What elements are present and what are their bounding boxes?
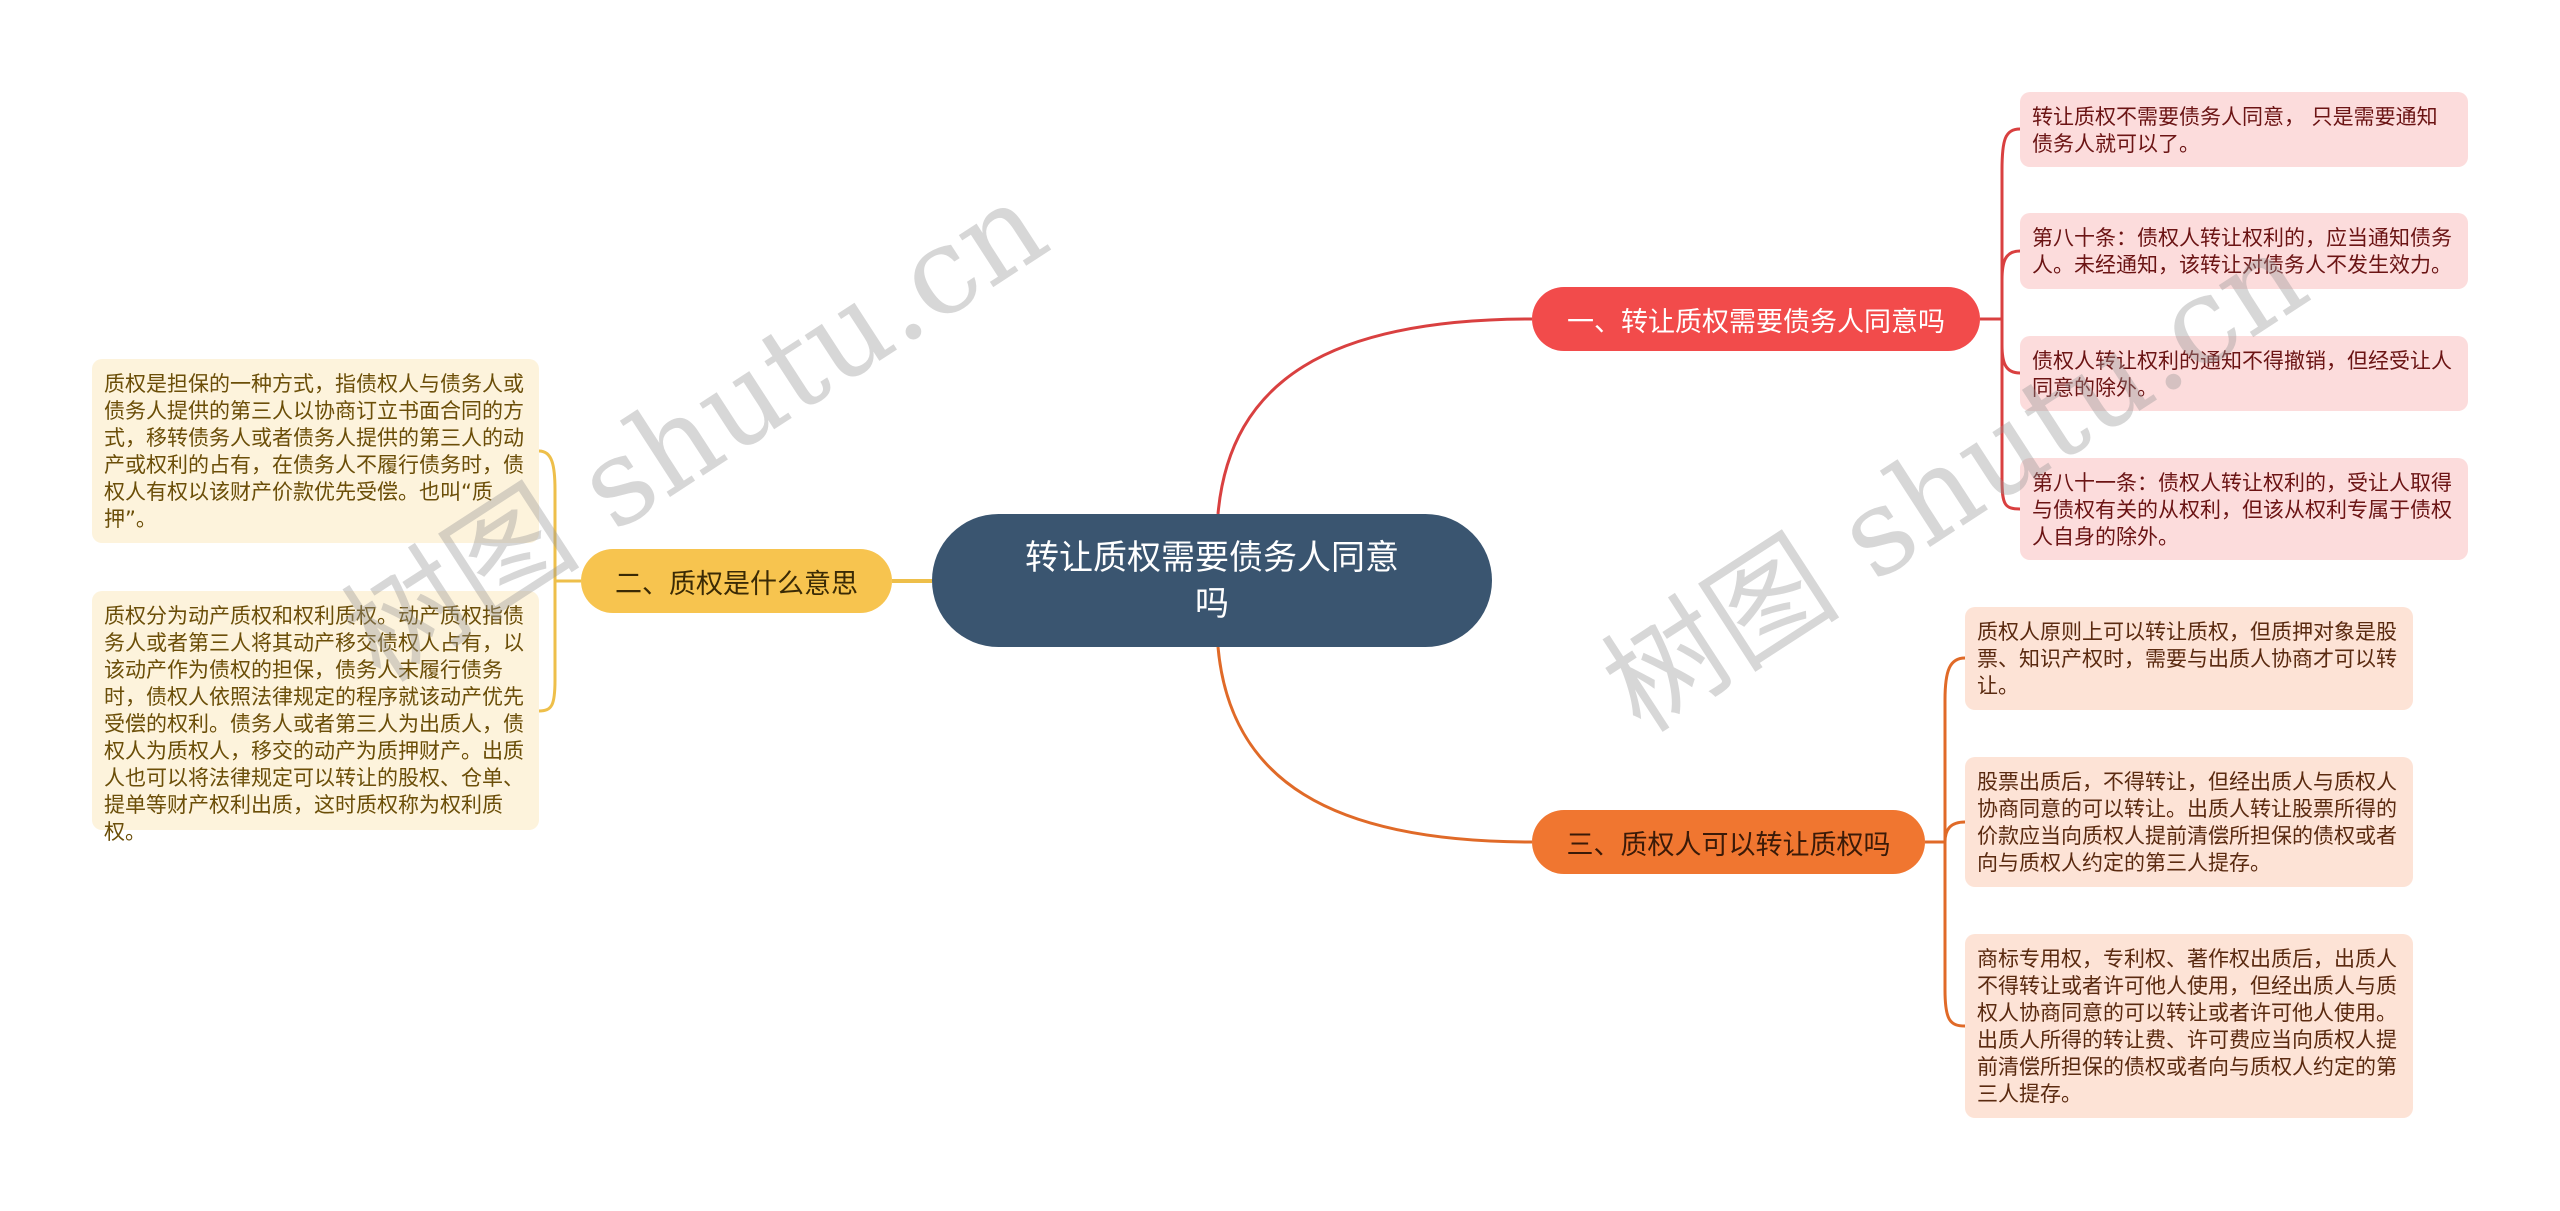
- leaf-text: 第八十条：债权人转让权利的，应当通知债务人。未经通知，该转让对债务人不发生效力。: [2032, 226, 2452, 277]
- leaf-topic-3-1[interactable]: 质权人原则上可以转让质权，但质押对象是股票、知识产权时，需要与出质人协商才可以转…: [1965, 607, 2413, 710]
- branch-topic-1[interactable]: 一、转让质权需要债务人同意吗: [1532, 287, 1980, 351]
- leaf-text: 质权分为动产质权和权利质权。动产质权指债务人或者第三人将其动产移交债权人占有，以…: [104, 604, 524, 844]
- branch-topic-1-label: 一、转让质权需要债务人同意吗: [1567, 306, 1945, 338]
- leaf-text: 转让质权不需要债务人同意， 只是需要通知债务人就可以了。: [2032, 105, 2438, 156]
- leaf-text: 质权人原则上可以转让质权，但质押对象是股票、知识产权时，需要与出质人协商才可以转…: [1977, 620, 2397, 698]
- leaf-text: 商标专用权，专利权、著作权出质后，出质人不得转让或者许可他人使用，但经出质人与质…: [1977, 947, 2397, 1106]
- leaf-text: 质权是担保的一种方式，指债权人与债务人或债务人提供的第三人以协商订立书面合同的方…: [104, 372, 524, 531]
- root-topic-label: 转让质权需要债务人同意吗: [1025, 537, 1399, 624]
- leaf-topic-1-4[interactable]: 第八十一条：债权人转让权利的，受让人取得与债权有关的从权利，但该从权利专属于债权…: [2020, 458, 2468, 560]
- leaf-text: 第八十一条：债权人转让权利的，受让人取得与债权有关的从权利，但该从权利专属于债权…: [2032, 471, 2452, 549]
- leaf-topic-2-2[interactable]: 质权分为动产质权和权利质权。动产质权指债务人或者第三人将其动产移交债权人占有，以…: [92, 591, 539, 844]
- leaf-topic-3-2[interactable]: 股票出质后，不得转让，但经出质人与质权人协商同意的可以转让。出质人转让股票所得的…: [1965, 757, 2413, 887]
- leaf-topic-1-3[interactable]: 债权人转让权利的通知不得撤销，但经受让人同意的除外。: [2020, 336, 2468, 411]
- leaf-text: 股票出质后，不得转让，但经出质人与质权人协商同意的可以转让。出质人转让股票所得的…: [1977, 770, 2397, 875]
- leaf-text: 债权人转让权利的通知不得撤销，但经受让人同意的除外。: [2032, 349, 2452, 400]
- branch-topic-2-label: 二、质权是什么意思: [615, 568, 858, 600]
- leaf-topic-3-3[interactable]: 商标专用权，专利权、著作权出质后，出质人不得转让或者许可他人使用，但经出质人与质…: [1965, 934, 2413, 1118]
- root-topic[interactable]: 转让质权需要债务人同意吗: [932, 514, 1492, 647]
- leaf-topic-1-1[interactable]: 转让质权不需要债务人同意， 只是需要通知债务人就可以了。: [2020, 92, 2468, 167]
- leaf-topic-2-1[interactable]: 质权是担保的一种方式，指债权人与债务人或债务人提供的第三人以协商订立书面合同的方…: [92, 359, 539, 543]
- branch-topic-2[interactable]: 二、质权是什么意思: [581, 549, 892, 613]
- leaf-topic-1-2[interactable]: 第八十条：债权人转让权利的，应当通知债务人。未经通知，该转让对债务人不发生效力。: [2020, 213, 2468, 289]
- branch-topic-3-label: 三、质权人可以转让质权吗: [1566, 829, 1891, 861]
- branch-topic-3[interactable]: 三、质权人可以转让质权吗: [1532, 810, 1925, 874]
